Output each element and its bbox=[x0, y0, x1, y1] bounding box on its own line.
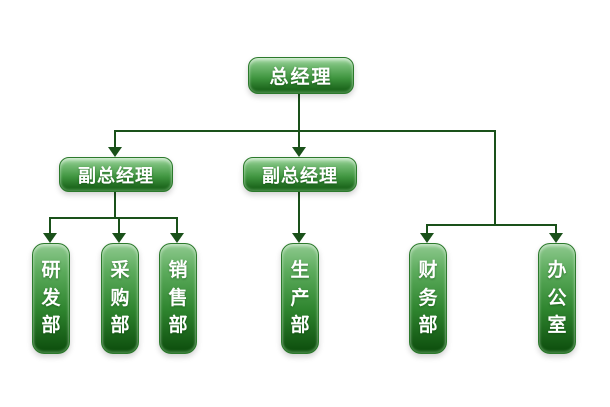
node-dept-sales-label: 销售部 bbox=[168, 259, 188, 337]
node-dept-rd: 研发部 bbox=[32, 243, 70, 354]
arrowhead-purchasing-icon bbox=[112, 233, 126, 243]
arrowhead-production-icon bbox=[292, 233, 306, 243]
node-dept-office-label: 办公室 bbox=[547, 259, 567, 337]
node-dept-production: 生产部 bbox=[281, 243, 319, 354]
connector-deputy-left-drop-vline bbox=[114, 130, 116, 148]
connector-trunk-vline bbox=[298, 92, 300, 132]
node-deputy-gm-mid: 副总经理 bbox=[243, 157, 357, 192]
node-deputy-gm-left: 副总经理 bbox=[59, 157, 173, 192]
node-deputy-gm-mid-label: 副总经理 bbox=[262, 165, 338, 187]
arrowhead-finance-icon bbox=[420, 233, 434, 243]
connector-deputy-left-down-vline bbox=[114, 190, 116, 219]
node-general-manager: 总经理 bbox=[248, 57, 354, 94]
node-dept-production-label: 生产部 bbox=[290, 259, 310, 337]
connector-office-stub-vline bbox=[555, 224, 557, 234]
arrowhead-deputy-left-icon bbox=[108, 147, 122, 157]
connector-right-branch-hline bbox=[426, 224, 557, 226]
node-dept-sales: 销售部 bbox=[159, 243, 197, 354]
arrowhead-deputy-mid-icon bbox=[292, 147, 306, 157]
node-dept-office: 办公室 bbox=[538, 243, 576, 354]
connector-purchasing-stub-vline bbox=[118, 217, 120, 234]
node-dept-purchasing-label: 采购部 bbox=[110, 259, 130, 337]
connector-left-group-hline bbox=[49, 217, 178, 219]
connector-sales-stub-vline bbox=[176, 217, 178, 234]
connector-finance-stub-vline bbox=[426, 224, 428, 234]
arrowhead-sales-icon bbox=[170, 233, 184, 243]
node-general-manager-label: 总经理 bbox=[269, 66, 333, 88]
connector-deputy-mid-drop-vline bbox=[298, 130, 300, 148]
connector-production-vline bbox=[298, 190, 300, 234]
connector-rd-stub-vline bbox=[49, 217, 51, 234]
connector-main-hline bbox=[114, 130, 496, 132]
arrowhead-rd-icon bbox=[43, 233, 57, 243]
arrowhead-office-icon bbox=[549, 233, 563, 243]
node-dept-finance-label: 财务部 bbox=[418, 259, 438, 337]
node-dept-finance: 财务部 bbox=[409, 243, 447, 354]
node-dept-purchasing: 采购部 bbox=[101, 243, 139, 354]
node-dept-rd-label: 研发部 bbox=[41, 259, 61, 337]
connector-right-branch-vline bbox=[494, 130, 496, 226]
node-deputy-gm-left-label: 副总经理 bbox=[78, 165, 154, 187]
